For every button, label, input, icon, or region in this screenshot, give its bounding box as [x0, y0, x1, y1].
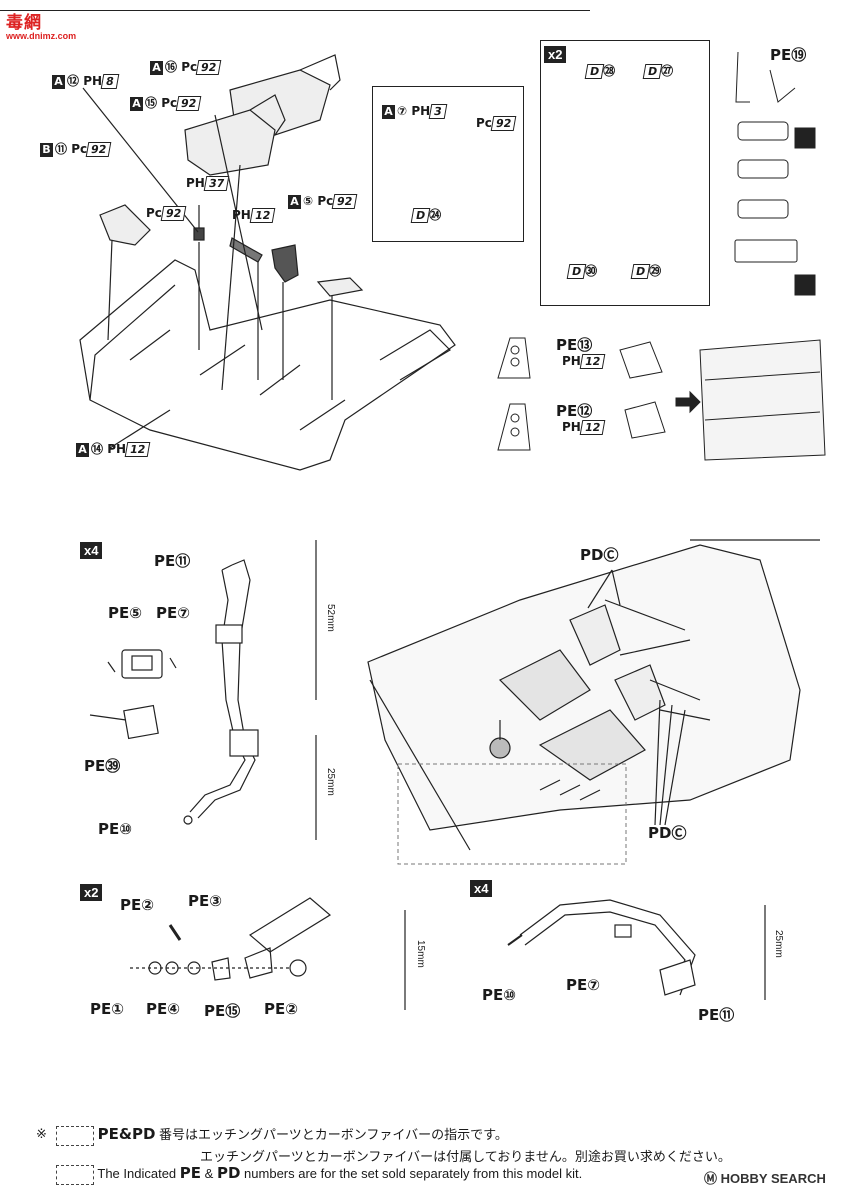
label-pe15: PE⑮	[204, 1002, 241, 1020]
label-pe11-main: PE⑪	[154, 552, 191, 570]
label-pd-c-top: PDⒸ	[580, 546, 619, 564]
qty-badge-x4-small: x4	[470, 880, 493, 897]
label-pe11-small: PE⑪	[698, 1006, 735, 1024]
label-pe3: PE③	[188, 892, 222, 910]
dim-15mm: 15mm	[415, 940, 426, 968]
note-jp-line2: エッチングパーツとカーボンファイバーは付属しておりません。別途お買い求めください…	[200, 1149, 731, 1164]
label-pe39: PE㊴	[84, 757, 121, 775]
note-jp-line1: PE&PD 番号はエッチングパーツとカーボンファイバーの指示です。	[56, 1124, 508, 1146]
dim-52mm: 52mm	[325, 604, 336, 632]
label-pd-c-bottom: PDⒸ	[648, 824, 687, 842]
label-pe2-bottom: PE②	[264, 1000, 298, 1018]
seat-decal-box	[540, 40, 710, 306]
dim-25mm-small: 25mm	[773, 930, 784, 958]
top-rule	[0, 10, 590, 11]
qty-badge-x4-main: x4	[80, 542, 103, 559]
label-pe13: PE⑬	[556, 336, 593, 354]
extinguisher-detail-box	[372, 86, 524, 242]
note-mark: ※	[36, 1126, 47, 1141]
label-pe19: PE⑲	[770, 46, 807, 64]
qty-badge-x2-seat: x2	[544, 46, 567, 63]
qty-badge-x2-belt: x2	[80, 884, 103, 901]
label-pe10-small: PE⑩	[482, 986, 516, 1004]
label-pe1: PE①	[90, 1000, 124, 1018]
label-pe12: PE⑫	[556, 402, 593, 420]
hobbysearch-icon: Ⓜ	[704, 1171, 718, 1186]
label-pe10-main: PE⑩	[98, 820, 132, 838]
label-pe7-main: PE⑦	[156, 604, 190, 622]
label-pe2-top: PE②	[120, 896, 154, 914]
dim-25mm-main: 25mm	[325, 768, 336, 796]
site-watermark: 毒網 www.dnimz.com	[6, 13, 77, 41]
hobbysearch-logo: Ⓜ HOBBY SEARCH	[704, 1171, 826, 1186]
label-pe7-small: PE⑦	[566, 976, 600, 994]
label-pe4: PE④	[146, 1000, 180, 1018]
label-pe5: PE⑤	[108, 604, 142, 622]
note-en: The Indicated PE & PD numbers are for th…	[56, 1164, 582, 1185]
